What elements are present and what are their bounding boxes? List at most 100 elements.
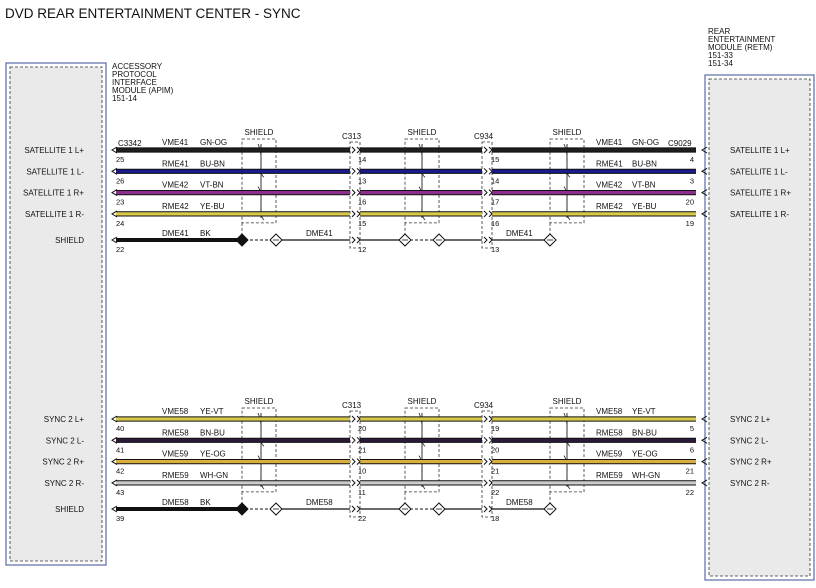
circuit-label: VME58 bbox=[162, 407, 189, 416]
inline-connector-mark bbox=[483, 415, 493, 423]
connector-arrow bbox=[111, 189, 118, 197]
wire-color-label: BK bbox=[200, 498, 211, 507]
wire-color-label: VT-BN bbox=[200, 181, 224, 190]
circuit-label: DME41 bbox=[162, 229, 189, 238]
circuit-label: VME58 bbox=[596, 407, 623, 416]
shield-outline bbox=[404, 407, 440, 493]
connector-arrow bbox=[111, 436, 118, 444]
connector-arrow bbox=[111, 236, 118, 244]
circuit-label: DME58 bbox=[506, 498, 533, 507]
page-title: DVD REAR ENTERTAINMENT CENTER - SYNC bbox=[5, 6, 301, 21]
pin-number: 42 bbox=[116, 467, 124, 476]
connector-arrow bbox=[701, 167, 708, 175]
pin-number: 19 bbox=[491, 424, 499, 433]
circuit-label: RME42 bbox=[162, 202, 189, 211]
inline-connector-mark bbox=[351, 436, 361, 444]
pin-number: 24 bbox=[116, 219, 124, 228]
connector-arrow bbox=[111, 167, 118, 175]
circuit-label: RME41 bbox=[162, 159, 189, 168]
pin-number: 15 bbox=[491, 155, 499, 164]
pin-number: 22 bbox=[358, 514, 366, 523]
pin-number: 26 bbox=[116, 176, 124, 185]
inline-connector-mark bbox=[351, 236, 361, 244]
apim-module-label: ACCESSORY bbox=[112, 62, 163, 71]
wire-color-label: BK bbox=[200, 229, 211, 238]
wire-color-label: BU-BN bbox=[200, 159, 225, 168]
pin-number: 5 bbox=[690, 424, 694, 433]
wire-color-label: GN-OG bbox=[632, 138, 659, 147]
inline-connector-mark bbox=[351, 189, 361, 196]
circuit-label: RME59 bbox=[596, 471, 623, 480]
pin-function-label: SATELLITE 1 L+ bbox=[24, 146, 84, 155]
inline-connector-mark bbox=[351, 458, 361, 465]
connector-arrow bbox=[111, 210, 118, 218]
wire-color-label: BN-BU bbox=[632, 428, 657, 437]
circuit-label: VME42 bbox=[162, 181, 189, 190]
wire-color-label: YE-BU bbox=[632, 202, 657, 211]
pin-number: 25 bbox=[116, 155, 124, 164]
connector-arrow bbox=[701, 436, 708, 444]
wire-color-label: WH-GN bbox=[200, 471, 228, 480]
shield-outline bbox=[241, 407, 277, 493]
pin-function-label: SATELLITE 1 R+ bbox=[730, 189, 791, 198]
pin-function-label: SYNC 2 L- bbox=[46, 436, 85, 445]
wire-color-label: BU-BN bbox=[632, 159, 657, 168]
apim-module-inner bbox=[9, 66, 103, 562]
apim-module-label: MODULE (APIM) bbox=[112, 86, 174, 95]
inline-connector-mark bbox=[483, 479, 493, 487]
connector-label: C313 bbox=[342, 132, 362, 141]
twisted-pair-mark bbox=[418, 186, 426, 221]
pin-number: 19 bbox=[686, 219, 694, 228]
wire-color-label: GN-OG bbox=[200, 138, 227, 147]
connector-arrow bbox=[111, 479, 118, 487]
circuit-label: RME41 bbox=[596, 159, 623, 168]
ground-splice-icon bbox=[235, 233, 249, 247]
retm-module-label: 151-34 bbox=[708, 59, 733, 68]
pin-function-label: SYNC 2 R- bbox=[730, 479, 770, 488]
pin-number: 21 bbox=[491, 467, 499, 476]
wire-color-label: YE-OG bbox=[632, 450, 658, 459]
shield-label: SHIELD bbox=[408, 397, 437, 406]
pin-function-label: SHIELD bbox=[55, 505, 84, 514]
pin-function-label: SHIELD bbox=[55, 236, 84, 245]
pin-number: 14 bbox=[358, 155, 366, 164]
connector-label: C934 bbox=[474, 401, 494, 410]
pin-number: 22 bbox=[491, 488, 499, 497]
wire-color-label: YE-BU bbox=[200, 202, 225, 211]
pin-number: 10 bbox=[358, 467, 366, 476]
pin-number: 12 bbox=[358, 245, 366, 254]
pin-number: 40 bbox=[116, 424, 124, 433]
connector-label: C934 bbox=[474, 132, 494, 141]
circuit-label: DME41 bbox=[306, 229, 333, 238]
inline-connector-mark bbox=[483, 436, 493, 444]
retm-module-label: ENTERTAINMENT bbox=[708, 35, 775, 44]
pin-function-label: SATELLITE 1 R- bbox=[25, 210, 84, 219]
twisted-pair-mark bbox=[563, 455, 571, 490]
inline-connector-mark bbox=[483, 189, 493, 196]
connector-label: C3342 bbox=[118, 139, 142, 148]
inline-connector-mark bbox=[483, 210, 493, 218]
circuit-label: VME59 bbox=[596, 450, 623, 459]
inline-connector-mark bbox=[483, 167, 493, 175]
pin-function-label: SYNC 2 L+ bbox=[730, 415, 771, 424]
wire-color-label: VT-BN bbox=[632, 181, 656, 190]
circuit-label: DME41 bbox=[506, 229, 533, 238]
shield-outline bbox=[549, 138, 585, 224]
circuit-label: VME59 bbox=[162, 450, 189, 459]
pin-number: 39 bbox=[116, 514, 124, 523]
pin-number: 16 bbox=[491, 219, 499, 228]
connector-arrow bbox=[701, 458, 708, 466]
connector-arrow bbox=[111, 505, 118, 513]
retm-module-label: REAR bbox=[708, 27, 730, 36]
shield-label: SHIELD bbox=[553, 397, 582, 406]
connector-arrow bbox=[701, 146, 708, 154]
pin-function-label: SYNC 2 L+ bbox=[44, 415, 85, 424]
wire-color-label: YE-OG bbox=[200, 450, 226, 459]
twisted-pair-mark bbox=[563, 186, 571, 221]
pin-number: 15 bbox=[358, 219, 366, 228]
wire-color-label: YE-VT bbox=[632, 407, 656, 416]
pin-function-label: SATELLITE 1 R+ bbox=[23, 189, 84, 198]
pin-number: 13 bbox=[491, 245, 499, 254]
pin-number: 6 bbox=[690, 445, 694, 454]
pin-number: 13 bbox=[358, 176, 366, 185]
